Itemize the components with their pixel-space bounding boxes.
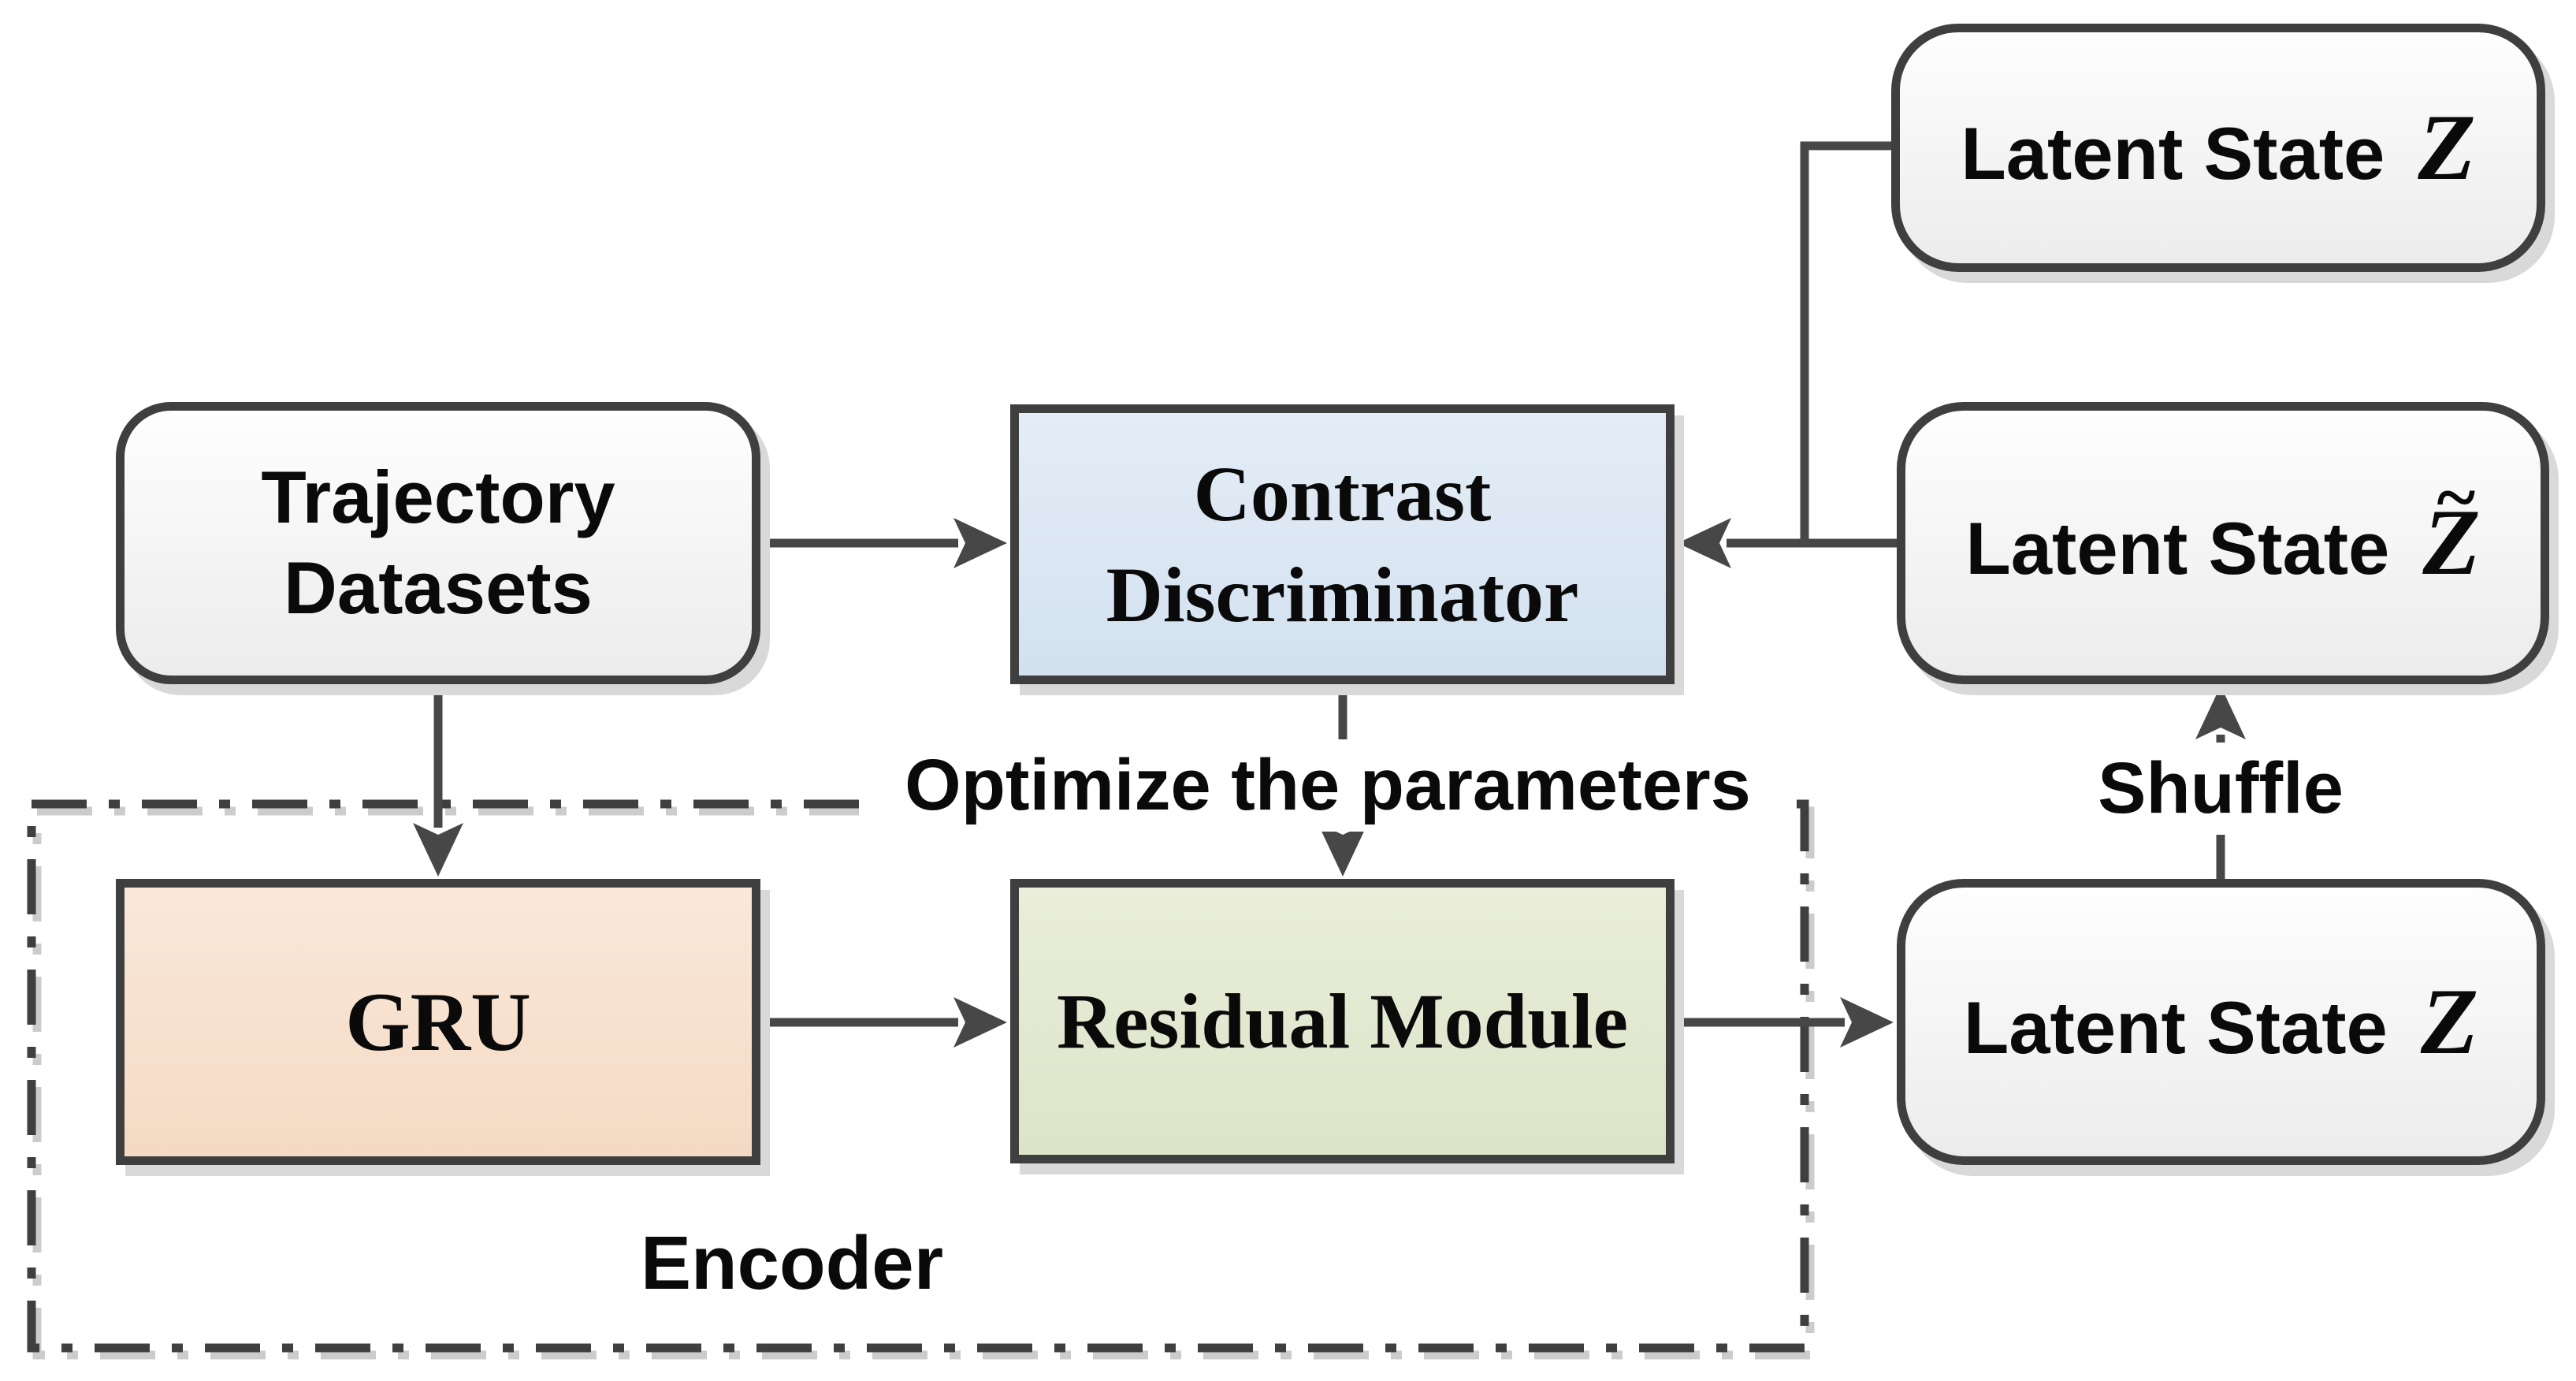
shuffle-label: Shuffle xyxy=(2039,743,2402,835)
arrow-trajectory-to-gru xyxy=(413,684,463,877)
latent-state-top-label: Latent State Z xyxy=(1961,94,2476,199)
trajectory-label-line1: Trajectory xyxy=(261,456,615,539)
residual-module-label: Residual Module xyxy=(1056,977,1629,1065)
node-latent-state-output: Latent State Z xyxy=(1897,879,2545,1165)
latent-state-shuffled-label: Latent State Z~ xyxy=(1965,461,2480,591)
contrast-discriminator-label: Contrast Discriminator xyxy=(1106,444,1579,646)
trajectory-datasets-label: Trajectory Datasets xyxy=(261,452,615,633)
latent-output-prefix: Latent State xyxy=(1963,985,2388,1069)
arrow-trajectory-to-contrast xyxy=(760,518,1007,568)
latent-top-prefix: Latent State xyxy=(1961,111,2385,195)
node-trajectory-datasets: Trajectory Datasets xyxy=(116,402,760,684)
latent-shuffled-symbol: Z~ xyxy=(2422,461,2480,590)
latent-shuffled-tilde: ~ xyxy=(2437,456,2476,538)
gru-label: GRU xyxy=(345,975,531,1068)
arrow-gru-to-residual xyxy=(760,997,1007,1048)
latent-shuffled-z: Z xyxy=(2422,489,2481,594)
node-contrast-discriminator: Contrast Discriminator xyxy=(1010,404,1675,684)
latent-output-symbol: Z xyxy=(2420,968,2479,1074)
node-latent-state-shuffled: Latent State Z~ xyxy=(1897,402,2549,684)
node-gru: GRU xyxy=(116,879,760,1165)
latent-state-output-label: Latent State Z xyxy=(1963,968,2479,1074)
contrast-label-line1: Contrast xyxy=(1193,449,1492,538)
node-latent-state-top: Latent State Z xyxy=(1891,24,2545,272)
trajectory-label-line2: Datasets xyxy=(284,546,593,629)
arrow-residual-to-latent xyxy=(1675,997,1894,1048)
encoder-label: Encoder xyxy=(640,1221,944,1305)
contrast-label-line2: Discriminator xyxy=(1106,550,1579,638)
node-residual-module: Residual Module xyxy=(1010,879,1675,1163)
arrow-latents-to-contrast xyxy=(1678,141,1897,568)
latent-shuffled-prefix: Latent State xyxy=(1965,507,2390,590)
latent-top-symbol: Z xyxy=(2418,94,2476,199)
optimize-parameters-label: Optimize the parameters xyxy=(859,739,1797,832)
